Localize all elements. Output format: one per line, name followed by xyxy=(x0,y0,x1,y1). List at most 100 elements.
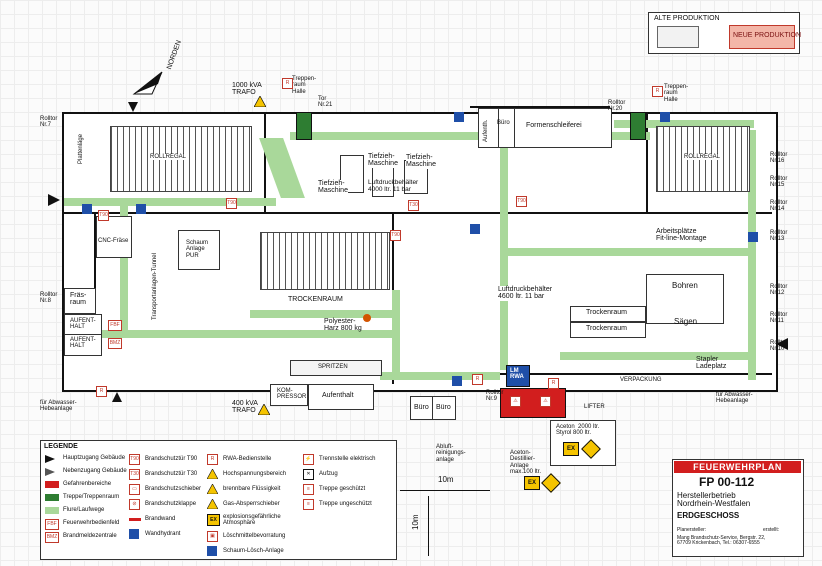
cnc-room xyxy=(96,216,132,258)
wall-office-top xyxy=(470,106,610,108)
damper-flap-icon: ⊘ xyxy=(129,499,140,510)
alte-produktion-label: ALTE PRODUKTION xyxy=(654,15,720,22)
high-voltage-icon xyxy=(207,469,218,479)
fire-door-icon-3: T90 xyxy=(516,196,527,207)
protected-stair-icon: ≡ xyxy=(303,484,314,495)
erstellt-label: erstellt: xyxy=(763,527,780,533)
aceton-styrol-box xyxy=(550,420,616,466)
trockenraum-racks xyxy=(260,232,390,290)
scale-vertical-label: 10m xyxy=(411,514,420,530)
tor21-label: Tor Nr.21 xyxy=(318,96,333,109)
scale-label: 10m xyxy=(438,475,454,484)
legend-item-9: ▭Brandschutzschieber xyxy=(129,483,205,498)
hazard-icon-aceton-1: ⚠ xyxy=(510,396,521,407)
wall-hydrant-icon-2 xyxy=(454,112,464,122)
buero-top-label: Büro xyxy=(497,120,510,126)
rolltor20-label: Rolltor Nr.20 xyxy=(608,100,626,113)
aufenthalt-top-label: Aufenth. xyxy=(483,119,489,142)
fbf-panel-icon: FBF xyxy=(108,320,122,331)
polyester-marker xyxy=(363,314,371,322)
foam-system-icon xyxy=(207,546,217,556)
corridor-lower-left xyxy=(100,330,400,338)
wall-bottom-rooms xyxy=(500,373,772,375)
legend-item-21: ✕Aufzug xyxy=(303,468,395,483)
saegen-label: Sägen xyxy=(674,317,698,326)
aufenthalt-left-label-2: AUFENT- HALT xyxy=(70,337,96,350)
treppenraum-right-label: Treppen- raum Halle xyxy=(664,84,689,103)
flammable-liquid-icon xyxy=(207,484,218,494)
buero-bottom-label-2: Büro xyxy=(436,404,451,411)
rolltor8-label: Rolltor Nr.8 xyxy=(40,292,58,305)
buero-bottom-label-1: Büro xyxy=(414,404,429,411)
lm-rwa-label: LM RWA xyxy=(510,368,524,381)
legend-item-12: Wandhydrant xyxy=(129,528,205,543)
trockenraum-main-label: TROCKENRAUM xyxy=(288,296,343,304)
corridor-upper-right xyxy=(614,120,754,128)
flur-swatch xyxy=(45,507,59,514)
trockenraum-r1-room xyxy=(570,306,646,322)
trockenraum-r1-label: Trockenraum xyxy=(586,309,627,316)
buero-bottom-room-2 xyxy=(432,396,456,420)
legend-item-3: Treppe/Treppenraum xyxy=(45,492,137,505)
polyester-label: Polyester- Harz 800 kg xyxy=(324,318,362,333)
legend-item-22: ≡Treppe geschützt xyxy=(303,483,395,498)
verpackung-label: VERPACKUNG xyxy=(620,377,662,383)
legend-col-1: Hauptzugang Gebäude Nebenzugang Gebäude … xyxy=(45,453,137,544)
t90-door-icon: T90 xyxy=(129,454,140,465)
formenschleiferei-room xyxy=(514,108,612,148)
formenschleiferei-label: Formenschleiferei xyxy=(526,122,582,129)
side-entrance-icon-bottom xyxy=(112,392,122,402)
abluft-label: Abluft- reinigungs- anlage xyxy=(436,444,466,463)
rolltor15-label: Rolltor Nr.15 xyxy=(770,176,788,189)
legend-item-18: ▣Löschmittelbevorratung xyxy=(207,530,299,545)
stair-swatch xyxy=(45,494,59,501)
ex-badge-2: EX xyxy=(524,476,540,490)
neue-produktion-label: NEUE PRODUKTION xyxy=(733,32,802,39)
fire-door-icon-5: T30 xyxy=(408,200,419,211)
fraesraum-label: Fräs- raum xyxy=(70,292,87,307)
high-voltage-icon-top xyxy=(254,96,266,107)
rolltor7-label: Rolltor Nr.7 xyxy=(40,116,58,129)
extinguishing-agent-icon: ▣ xyxy=(207,531,218,542)
legend-item-11: Brandwand xyxy=(129,513,205,528)
aufenthalt-bottom-label: Aufenthalt xyxy=(322,392,354,399)
main-entrance-icon xyxy=(45,455,55,463)
legend-item-1: Nebenzugang Gebäude xyxy=(45,466,137,479)
legend-item-4: Flure/Laufwege xyxy=(45,505,137,518)
corridor-center-vertical xyxy=(500,140,508,370)
kompressor-label: KOM- PRESSOR xyxy=(277,388,307,401)
corridor-top xyxy=(290,132,650,140)
tiefzieh-label-2: Tiefzieh- Maschine xyxy=(368,153,398,168)
spritzen-label: SPRITZEN xyxy=(318,364,348,370)
rollregal-right-label: ROLLREGAL xyxy=(684,154,721,161)
title-block: FEUERWEHRPLAN FP 00-112 Herstellerbetrie… xyxy=(672,459,804,557)
stair-left xyxy=(296,112,312,140)
rolltor12-label: Rolltor Nr.12 xyxy=(770,284,788,297)
spritzen-room xyxy=(290,360,382,376)
rwa-icon-5: R xyxy=(548,378,559,389)
stapler-label: Stapler Ladeplatz xyxy=(696,356,727,371)
corridor-mid-horizontal xyxy=(250,310,400,318)
corridor-middle xyxy=(508,248,753,256)
wall-hydrant-icon-4 xyxy=(470,224,480,234)
arbeitsplaetze-label: Arbeitsplätze Fit-line-Montage xyxy=(656,228,707,243)
legend-item-10: ⊘Brandschutzklappe xyxy=(129,498,205,513)
plattenlaege-label: Plattenläge xyxy=(78,133,84,164)
legend-item-15: brennbare Flüssigkeit xyxy=(207,483,299,498)
luftdruck-top-label: Luftdruckbehälter 4000 ltr. 11 bar xyxy=(368,179,419,193)
gas-valve-icon xyxy=(207,499,218,509)
rollregal-left-label: ROLLREGAL xyxy=(150,154,187,161)
t30-door-icon: T30 xyxy=(129,469,140,480)
scale-bar-vertical xyxy=(428,496,429,556)
tiefzieh-label-1: Tiefzieh- Maschine xyxy=(318,180,348,195)
bmz-panel-icon: BMZ xyxy=(108,338,122,349)
planersteller-address: Mang Brandschutz-Service, Bergstr. 22, 6… xyxy=(677,535,766,547)
rwa-icon-2: R xyxy=(652,86,663,97)
wall-hydrant-icon-3 xyxy=(660,112,670,122)
production-key-box: ALTE PRODUKTION NEUE PRODUKTION xyxy=(648,12,802,54)
